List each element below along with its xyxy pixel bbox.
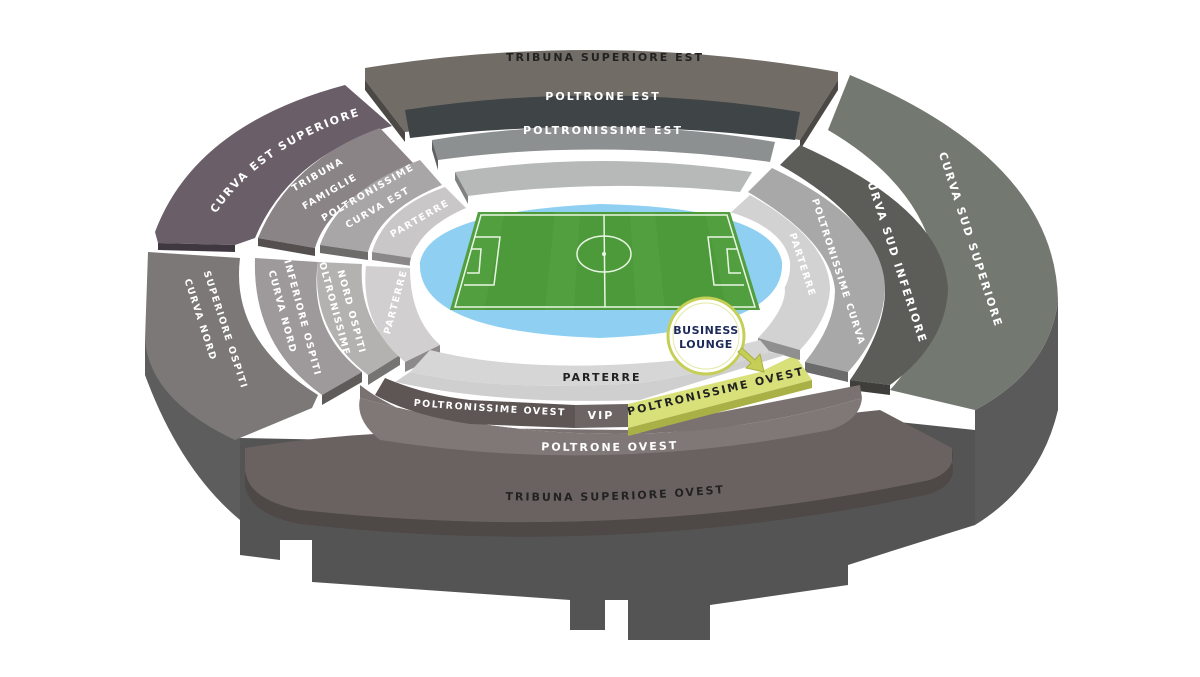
- label-poltrone-ovest: POLTRONE OVEST: [541, 439, 679, 454]
- label-parterre-west: PARTERRE: [562, 371, 641, 384]
- business-lounge-line2: LOUNGE: [679, 338, 733, 351]
- pitch-stripe: [630, 212, 665, 310]
- sector-parterre-est[interactable]: PARTERRE EST: [455, 149, 752, 204]
- sector-vip[interactable]: VIP: [575, 404, 628, 428]
- business-lounge-marker[interactable]: BUSINESS LOUNGE: [666, 296, 765, 376]
- sector-poltrone-ovest[interactable]: POLTRONE OVEST: [359, 385, 862, 456]
- sector-poltronissime-est[interactable]: POLTRONISSIME EST: [432, 124, 775, 170]
- pitch-stripe: [545, 212, 580, 310]
- label-parterre-est: PARTERRE EST: [546, 149, 660, 162]
- sector-curva-nord-inferiore-ospiti[interactable]: CURVA NORD INFERIORE OSPITI: [254, 258, 362, 405]
- sector-poltrone-est[interactable]: POLTRONE EST: [405, 90, 800, 140]
- sector-curva-sud-superiore[interactable]: CURVA SUD SUPERIORE: [828, 75, 1058, 410]
- arrow-icon: [737, 347, 765, 373]
- business-lounge-line1: BUSINESS: [673, 324, 738, 337]
- label-vip: VIP: [588, 409, 615, 422]
- center-spot: [602, 252, 606, 256]
- label-poltronissime-est: POLTRONISSIME EST: [523, 124, 683, 137]
- pitch-lines: [454, 214, 757, 308]
- sector-poltronissime-nord-ospiti[interactable]: POLTRONISSIME NORD OSPITI: [314, 253, 400, 385]
- sector-parterre-west[interactable]: PARTERRE: [395, 340, 785, 401]
- sector-poltronissime-ovest-highlight[interactable]: POLTRONISSIME OVEST: [626, 355, 812, 436]
- south-base-wall: [975, 300, 1058, 525]
- label-poltrone-est: POLTRONE EST: [545, 90, 660, 103]
- label-tribuna-superiore-est: TRIBUNA SUPERIORE EST: [506, 51, 704, 64]
